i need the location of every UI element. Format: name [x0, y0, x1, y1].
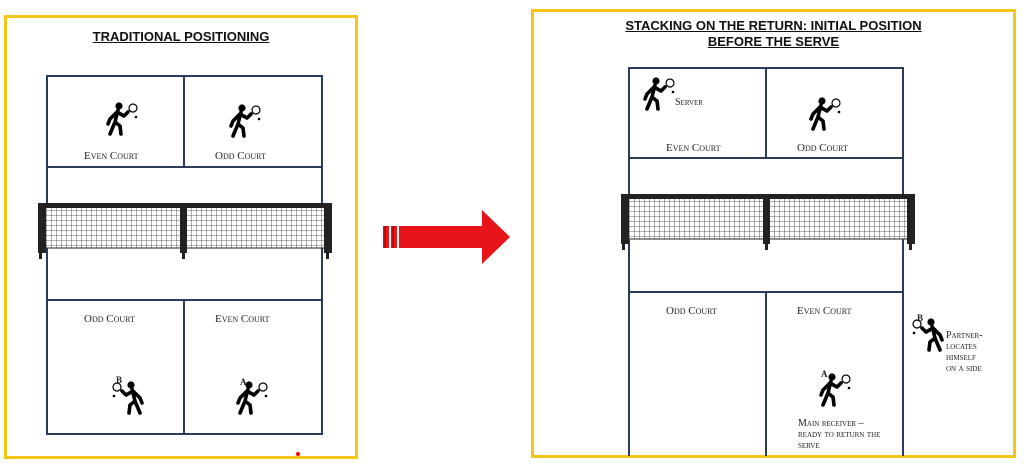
right-court-left-border [628, 67, 630, 456]
partner-player-icon [910, 318, 944, 352]
court-label-odd: Odd Court [797, 142, 848, 154]
transition-arrow [383, 210, 510, 264]
right-center-line-top [765, 67, 767, 159]
court-label-even: Even Court [215, 313, 270, 325]
player-icon [229, 104, 263, 138]
player-icon [106, 102, 140, 136]
server-label: Server [675, 97, 703, 108]
server-player-icon [643, 77, 677, 111]
court-label-even: Even Court [797, 305, 852, 317]
red-dot-marker [296, 452, 300, 456]
player-icon [809, 97, 843, 131]
right-panel-title-line-2: BEFORE THE SERVE [707, 34, 840, 49]
player-icon [236, 381, 270, 415]
court-label-odd: Odd Court [84, 313, 135, 325]
player-letter-a: A [821, 369, 828, 379]
player-letter-b: B [917, 313, 924, 323]
player-icon [110, 381, 144, 415]
left-net [38, 203, 332, 259]
left-court-right-border [321, 75, 323, 435]
right-center-line-bottom [765, 291, 767, 456]
court-label-odd: Odd Court [666, 305, 717, 317]
right-court-right-border [902, 67, 904, 456]
left-center-line-bottom [183, 299, 185, 435]
left-court-left-border [46, 75, 48, 435]
left-panel-title: TRADITIONAL POSITIONING [92, 29, 270, 44]
player-letter-b: B [116, 375, 123, 385]
court-label-even: Even Court [666, 142, 721, 154]
right-panel-title: STACKING ON THE RETURN: INITIAL POSITION… [531, 18, 1016, 50]
left-center-line-top [183, 75, 185, 168]
receiver-label: Main receiver – ready to return the serv… [798, 418, 881, 451]
partner-label: Partner- locates himself on a side [946, 330, 983, 374]
right-panel-title-line-1: STACKING ON THE RETURN: INITIAL POSITION [625, 18, 922, 33]
court-label-even: Even Court [84, 150, 139, 162]
receiver-player-icon [819, 373, 853, 407]
player-letter-a: A [240, 377, 247, 387]
right-net [621, 194, 915, 250]
court-label-odd: Odd Court [215, 150, 266, 162]
